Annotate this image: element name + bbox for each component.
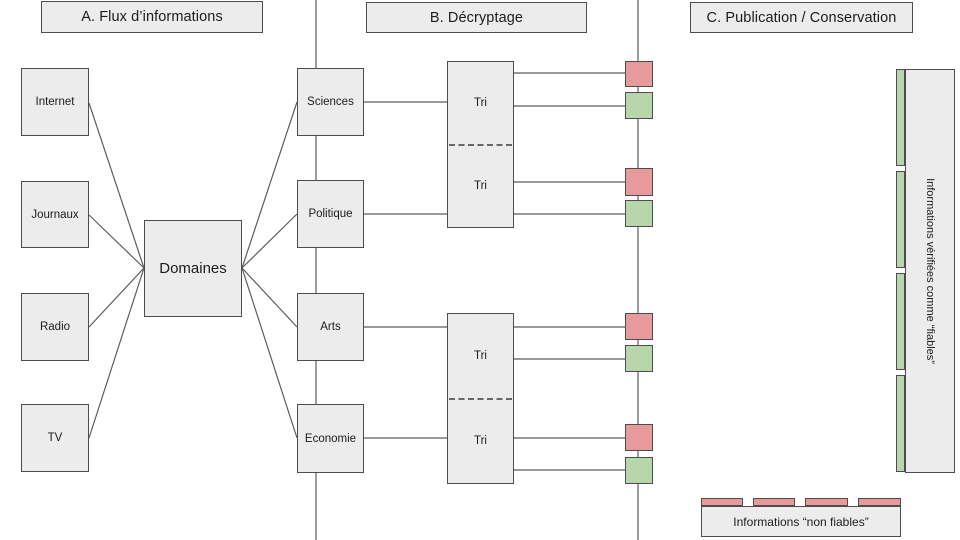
section-b-title: B. Décryptage — [366, 2, 587, 33]
domain-box-arts: Arts — [297, 293, 364, 361]
reliable-panel: Informations vérifiées comme “fiables” — [905, 69, 955, 473]
output-chip-green-4 — [625, 457, 653, 484]
tri-box-1-top-label: Tri — [474, 96, 487, 109]
reliable-bar-4 — [896, 375, 905, 472]
domain-box-politique: Politique — [297, 180, 364, 248]
source-box-journaux: Journaux — [21, 181, 89, 248]
output-chip-green-3 — [625, 345, 653, 372]
tri-box-1-bottom-label: Tri — [474, 180, 487, 193]
unreliable-box-label: Informations “non fiables” — [733, 514, 869, 529]
reliable-bar-3 — [896, 273, 905, 370]
tri-box-1: Tri Tri — [447, 61, 514, 228]
tri-box-2-divider — [449, 397, 512, 400]
reliable-panel-label: Informations vérifiées comme “fiables” — [924, 178, 936, 364]
hub-box-domaines: Domaines — [144, 220, 242, 317]
sources-to-hub-lines — [88, 102, 145, 439]
section-a-title: A. Flux d’informations — [41, 1, 263, 33]
tri-to-output-lines — [514, 72, 625, 471]
domain-box-sciences: Sciences — [297, 68, 364, 136]
hub-to-domains-lines — [241, 101, 298, 439]
domains-to-tri-lines — [364, 101, 447, 439]
reliable-bar-2 — [896, 171, 905, 268]
output-chip-red-3 — [625, 313, 653, 340]
unreliable-strip-4 — [858, 498, 901, 506]
output-chip-green-1 — [625, 92, 653, 119]
tri-box-1-divider — [449, 143, 512, 146]
output-chip-red-1 — [625, 61, 653, 87]
unreliable-box: Informations “non fiables” — [701, 506, 901, 537]
section-c-title: C. Publication / Conservation — [690, 2, 913, 33]
unreliable-strip-1 — [701, 498, 743, 506]
tri-box-2: Tri Tri — [447, 313, 514, 484]
unreliable-strip-2 — [753, 498, 795, 506]
source-box-tv: TV — [21, 404, 89, 472]
source-box-radio: Radio — [21, 293, 89, 361]
tri-box-2-bottom-label: Tri — [474, 435, 487, 448]
tri-box-2-top-label: Tri — [474, 349, 487, 362]
output-chip-red-4 — [625, 424, 653, 451]
output-chip-green-2 — [625, 200, 653, 227]
unreliable-strip-3 — [805, 498, 848, 506]
output-chip-red-2 — [625, 168, 653, 196]
source-box-internet: Internet — [21, 68, 89, 136]
domain-box-economie: Economie — [297, 404, 364, 473]
reliable-bar-1 — [896, 69, 905, 166]
